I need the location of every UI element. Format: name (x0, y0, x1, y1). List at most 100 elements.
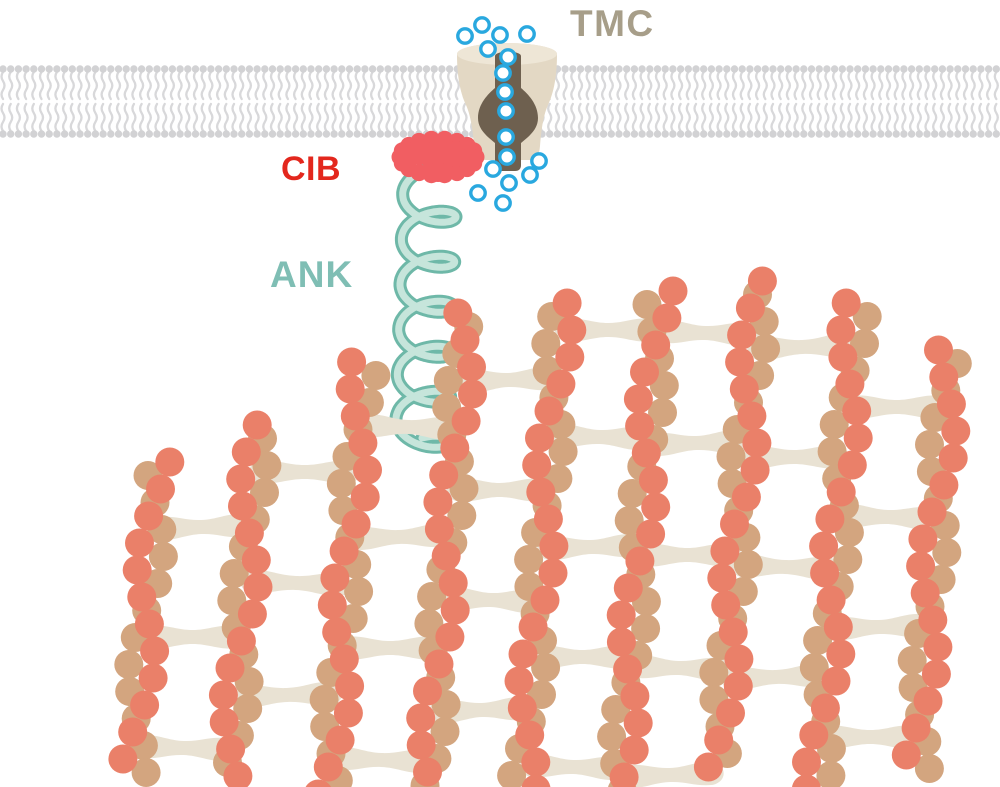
lipid-tail (408, 70, 414, 101)
lipid-tail (831, 70, 838, 101)
actin-bead-coral (525, 423, 554, 453)
lipid-head (315, 65, 323, 73)
lipid-head (938, 130, 947, 138)
lipid-tail (916, 70, 922, 101)
lipid-tail (346, 102, 353, 133)
lipid-tail (262, 70, 268, 101)
lipid-head (45, 65, 53, 73)
lipid-tail (246, 70, 253, 101)
lipid-head (361, 130, 369, 138)
lipid-head (222, 65, 230, 73)
lipid-head (730, 130, 739, 138)
lipid-head (730, 65, 739, 73)
lipid-head (592, 65, 600, 73)
ion-icon (530, 152, 548, 170)
lipid-tail (146, 102, 152, 133)
actin-bead-coral (125, 528, 154, 558)
lipid-tail (908, 102, 915, 133)
lipid-tail (316, 102, 322, 133)
lipid-tail (570, 70, 576, 101)
actin-bead-coral (533, 504, 563, 534)
lipid-head (322, 130, 331, 138)
lipid-tail (754, 102, 761, 133)
actin-bead-coral (921, 659, 951, 689)
lipid-tail (131, 70, 137, 101)
actin-bead-coral (329, 536, 359, 566)
actin-bead-coral (826, 315, 856, 345)
lipid-head (576, 130, 585, 138)
actin-bead-coral (625, 411, 655, 441)
actin-bead-coral (458, 379, 487, 409)
cib-blob-core (428, 162, 448, 182)
lipid-head (137, 130, 146, 138)
lipid-head (884, 65, 893, 73)
actin-bead-tan (148, 542, 178, 571)
actin-bead-coral (450, 325, 480, 355)
actin-bead-coral (727, 320, 757, 350)
actin-bead-coral (891, 740, 921, 770)
lipid-tail (562, 70, 568, 101)
lipid-head (607, 65, 615, 73)
tmc-label: TMC (570, 3, 655, 44)
lipid-tail (608, 70, 614, 101)
ion-icon (494, 64, 512, 82)
lipid-head (546, 130, 554, 138)
actin-bead-coral (792, 774, 821, 787)
lipid-head (230, 130, 238, 138)
lipid-head (291, 65, 300, 73)
actin-bead-coral (609, 762, 639, 787)
cib-blob-core (393, 147, 415, 169)
lipid-head (861, 65, 870, 73)
actin-bead-coral (938, 443, 968, 473)
lipid-tail (685, 70, 691, 101)
lipid-tail (362, 70, 368, 101)
actin-bead-tan (447, 501, 477, 530)
lipid-head (307, 130, 315, 138)
lipid-tail (893, 70, 899, 101)
lipid-tail (616, 102, 622, 133)
lipid-tail (85, 102, 91, 133)
actin-bead-tan (932, 538, 962, 567)
actin-bead-coral (138, 663, 168, 693)
lipid-tail (993, 102, 999, 133)
lipid-tail (978, 70, 984, 101)
lipid-head (330, 130, 338, 138)
lipid-tail (785, 102, 792, 133)
lipid-tail (624, 70, 630, 101)
actin-bead-coral (913, 686, 943, 716)
lipid-tail (192, 102, 199, 133)
actin-crosslinker (353, 413, 463, 441)
actin-bead-coral (348, 428, 378, 458)
lipid-head (684, 65, 692, 73)
lipid-tail (554, 70, 561, 101)
actin-bead-coral (606, 600, 636, 630)
actin-bead-coral (146, 474, 175, 504)
lipid-tail (808, 102, 815, 133)
lipid-tail (323, 70, 330, 101)
lipid-tail (138, 70, 145, 101)
lipid-tail (269, 70, 276, 101)
lipid-tail (331, 70, 337, 101)
actin-bead-coral (826, 477, 856, 507)
lipid-tail (69, 70, 75, 101)
lipid-head (361, 65, 369, 73)
lipid-head (761, 130, 769, 138)
actin-bead-tan (803, 626, 833, 655)
lipid-head (184, 65, 192, 73)
lipid-tail (239, 102, 245, 133)
actin-bead-coral (521, 774, 551, 787)
lipid-tail (15, 102, 22, 133)
actin-bead-coral (901, 713, 931, 743)
ank-spring (389, 161, 463, 454)
actin-bead-coral (837, 450, 867, 480)
lipid-head (669, 130, 677, 138)
lipid-tail (985, 102, 992, 133)
lipid-tail (285, 70, 291, 101)
lipid-head (330, 65, 338, 73)
lipid-head (938, 65, 947, 73)
lipid-tail (985, 70, 992, 101)
actin-bead-tan (219, 559, 249, 588)
actin-bead-coral (333, 698, 363, 728)
actin-bead-tan (617, 479, 647, 508)
actin-bead-coral (718, 617, 748, 647)
